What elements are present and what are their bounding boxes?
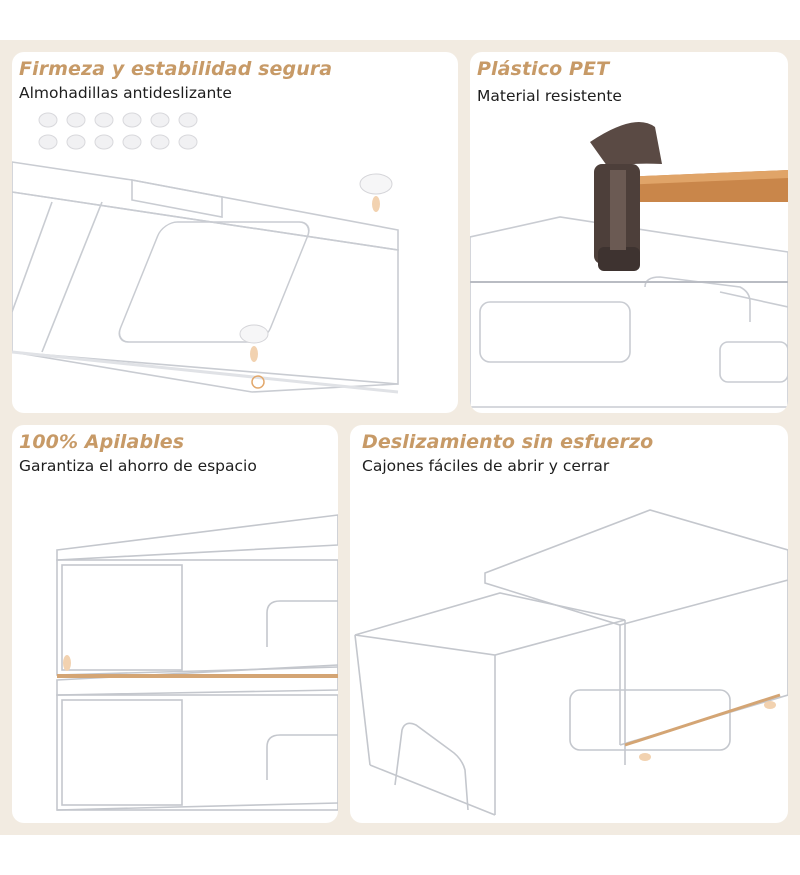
feature-card-stackable: 100% Apilables Garantiza el ahorro de es… <box>12 425 338 823</box>
feature-title: Plástico PET <box>477 58 610 80</box>
hammer-on-drawer-illustration <box>470 122 788 408</box>
feature-card-material: Plástico PET Material resistente <box>470 52 788 413</box>
feature-title: Firmeza y estabilidad segura <box>19 58 333 80</box>
feature-subtitle: Almohadillas antideslizante <box>19 84 232 102</box>
feature-card-stability: Firmeza y estabilidad segura Almohadilla… <box>12 52 458 413</box>
stacked-drawers-illustration <box>56 514 338 811</box>
feature-title: 100% Apilables <box>19 431 185 453</box>
feature-subtitle: Cajones fáciles de abrir y cerrar <box>362 457 610 475</box>
feature-title: Deslizamiento sin esfuerzo <box>362 431 654 453</box>
feature-subtitle: Garantiza el ahorro de espacio <box>19 457 257 475</box>
feature-subtitle: Material resistente <box>477 87 622 105</box>
feature-card-sliding: Deslizamiento sin esfuerzo Cajones fácil… <box>350 425 788 823</box>
anti-slip-pads-illustration <box>12 112 399 394</box>
open-drawer-illustration <box>354 509 788 816</box>
